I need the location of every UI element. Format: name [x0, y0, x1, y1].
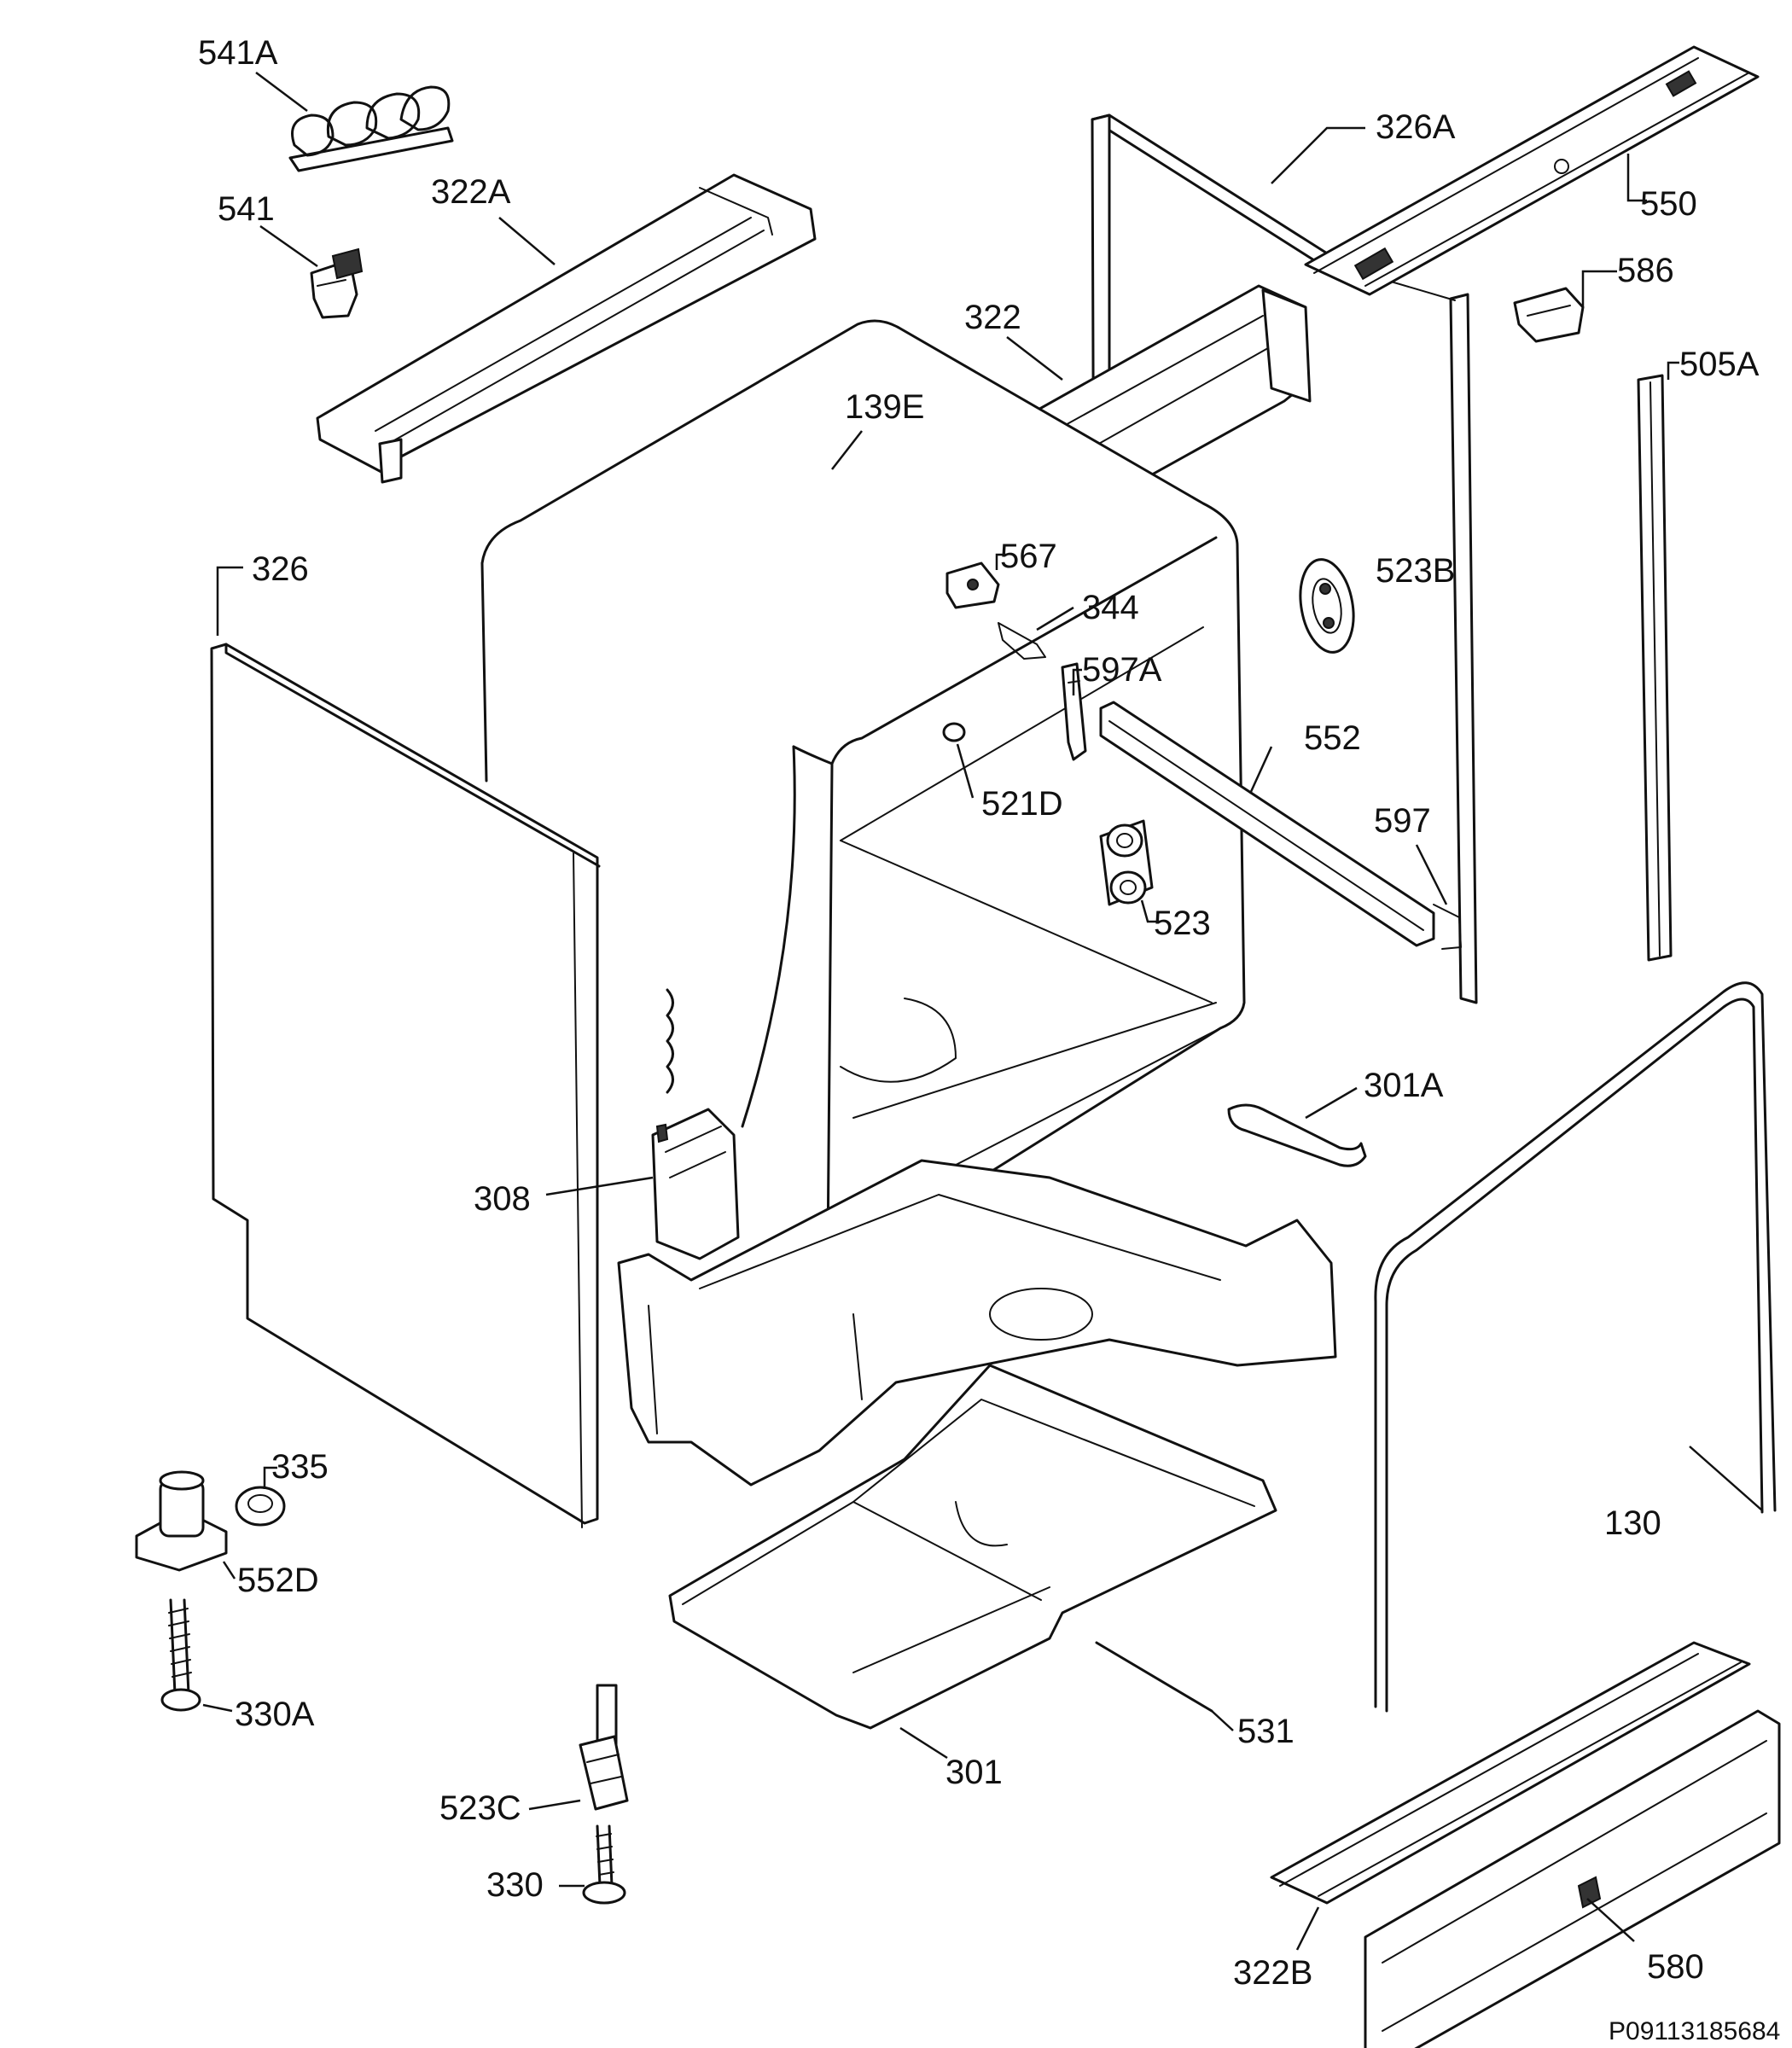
callout-301A: 301A: [1364, 1067, 1444, 1104]
part-567-clip: [945, 561, 1000, 609]
callout-308: 308: [474, 1180, 531, 1218]
part-523-grommets: [1099, 819, 1154, 906]
callout-130: 130: [1604, 1504, 1661, 1542]
callout-597A: 597A: [1082, 651, 1162, 689]
part-523C-pin-block: [579, 1684, 629, 1811]
callout-523: 523: [1154, 905, 1211, 942]
callout-322B: 322B: [1233, 1954, 1312, 1992]
callout-326: 326: [252, 550, 309, 588]
callout-597: 597: [1374, 802, 1431, 840]
callout-523C: 523C: [439, 1789, 521, 1827]
callout-322A: 322A: [431, 173, 511, 211]
callout-344: 344: [1082, 589, 1139, 626]
callout-552: 552: [1304, 719, 1361, 757]
callout-335: 335: [271, 1448, 329, 1486]
callout-521D: 521D: [981, 785, 1063, 823]
callout-550: 550: [1640, 185, 1697, 223]
part-505A-strip: [1637, 374, 1673, 962]
part-531-rod: [1095, 1641, 1213, 1713]
part-597A-pin: [1061, 662, 1087, 761]
callout-330: 330: [486, 1866, 544, 1904]
callout-523B: 523B: [1376, 552, 1455, 590]
part-597-clip: [1433, 904, 1462, 950]
part-552D-valve: [135, 1470, 228, 1572]
callout-330A: 330A: [235, 1696, 315, 1733]
callout-531: 531: [1237, 1713, 1295, 1750]
part-301-base-tray: [668, 1364, 1277, 1730]
part-580-kick-plate: [1364, 1709, 1781, 2048]
callout-139E: 139E: [845, 388, 924, 426]
part-541-clip: [310, 247, 364, 319]
part-541A-hose-clips: [288, 85, 454, 172]
part-130-door-seal: [1374, 981, 1777, 1713]
callout-552D: 552D: [237, 1562, 319, 1599]
part-330A-screw: [160, 1598, 201, 1712]
part-521D-plug: [942, 722, 966, 742]
part-301A-handle: [1227, 1103, 1367, 1167]
part-344-clip: [998, 622, 1046, 660]
part-308-hinge: [651, 988, 740, 1260]
part-base-frame: [617, 1159, 1337, 1487]
callout-541: 541: [218, 190, 275, 228]
callout-326A: 326A: [1376, 108, 1456, 146]
callout-567: 567: [1000, 538, 1057, 575]
part-586-bracket: [1513, 287, 1585, 343]
part-cabinet-tub: [480, 319, 1246, 1267]
callout-586: 586: [1617, 252, 1674, 289]
part-322A-rail: [316, 173, 817, 484]
callout-580: 580: [1647, 1948, 1704, 1986]
part-552-guide-rail: [1099, 701, 1435, 947]
part-326-side-panel: [210, 643, 601, 1528]
callout-505A: 505A: [1679, 346, 1760, 383]
part-335-gear-nut: [235, 1486, 286, 1527]
part-330-screw: [582, 1824, 626, 1905]
part-523B-grommet: [1299, 558, 1355, 654]
part-550-top-plate: [1304, 45, 1760, 296]
callout-301: 301: [945, 1754, 1003, 1791]
document-id: P09113185684: [1609, 2017, 1780, 2045]
callout-322: 322: [964, 299, 1021, 336]
callout-541A: 541A: [198, 34, 278, 72]
part-322B-lower-rail: [1270, 1641, 1751, 1905]
leader-lines: [202, 72, 1763, 1951]
